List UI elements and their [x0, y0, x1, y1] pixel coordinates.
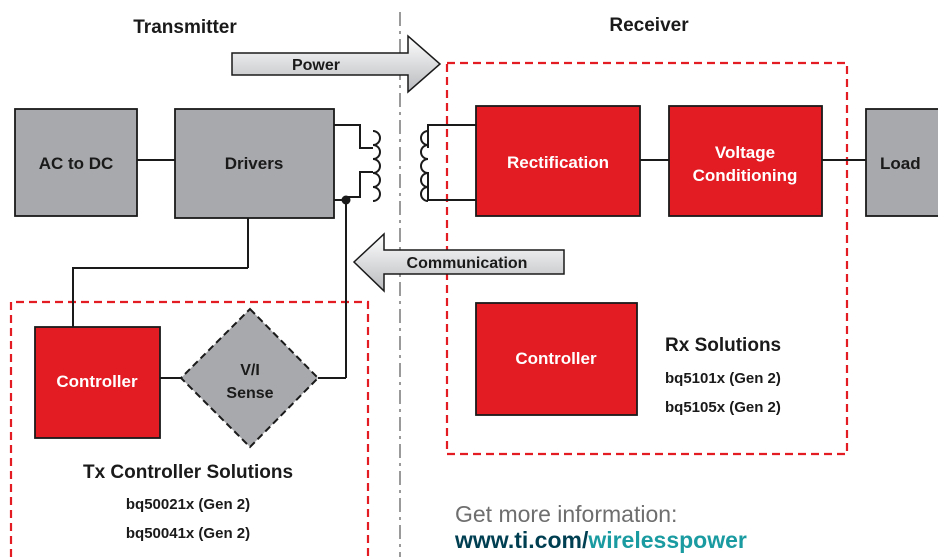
ac-to-dc-label: AC to DC [39, 154, 114, 173]
url-prefix[interactable]: www.ti.com/ [455, 527, 589, 553]
drivers-label: Drivers [225, 154, 284, 173]
communication-arrow [352, 232, 565, 293]
secondary-coil [420, 130, 429, 202]
vi-sense-label-line1: V/I [240, 362, 260, 379]
rx-solution-part-1: bq5101x (Gen 2) [665, 370, 781, 387]
more-info-prompt: Get more information: [455, 501, 678, 527]
transmitter-heading: Transmitter [133, 17, 237, 38]
more-info-link[interactable]: www.ti.com/wirelesspower [455, 527, 747, 554]
receiver-heading: Receiver [609, 15, 689, 36]
power-arrow-label: Power [292, 57, 340, 74]
tx-solution-part-2: bq50041x (Gen 2) [126, 525, 250, 542]
tx-solutions-title: Tx Controller Solutions [83, 462, 293, 483]
tx-solution-part-1: bq50021x (Gen 2) [126, 496, 250, 513]
rectification-block [475, 105, 641, 217]
voltage-conditioning-label-line2: Conditioning [693, 166, 798, 185]
voltage-conditioning-block [668, 105, 823, 217]
tx-controller-block [34, 326, 161, 439]
rx-controller-label: Controller [515, 349, 597, 368]
rx-solution-part-2: bq5105x (Gen 2) [665, 399, 781, 416]
voltage-conditioning-label-line1: Voltage [715, 143, 775, 162]
rx-solutions-title: Rx Solutions [665, 335, 781, 356]
vi-sense-label-line2: Sense [226, 385, 273, 402]
tx-solution-boundary [9, 300, 370, 557]
communication-arrow-label: Communication [407, 255, 528, 272]
drivers-block [174, 108, 335, 219]
rx-controller-block [475, 302, 638, 416]
load-block [865, 108, 938, 217]
url-suffix[interactable]: wirelesspower [588, 527, 747, 553]
primary-coil [372, 130, 381, 202]
junction-dot [341, 195, 351, 205]
tx-controller-label: Controller [56, 372, 138, 391]
ac-to-dc-block [14, 108, 138, 217]
transformer-coils [372, 130, 429, 202]
rectification-label: Rectification [507, 153, 609, 172]
vi-sense-block [179, 307, 320, 449]
load-label: Load [880, 154, 921, 173]
power-arrow [231, 34, 442, 94]
rx-solution-boundary [445, 61, 849, 456]
